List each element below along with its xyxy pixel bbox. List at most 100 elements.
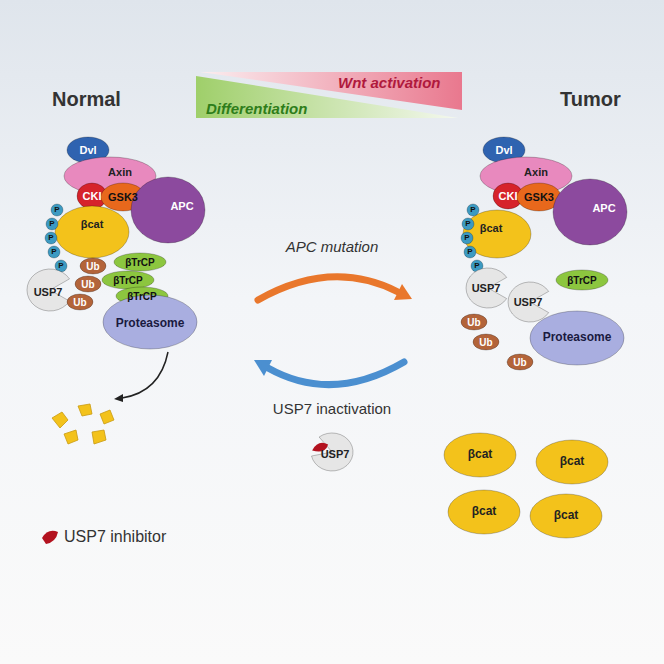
protein-label: βcat [554, 509, 579, 522]
protein-shape [55, 206, 129, 258]
protein-label: USP7 [321, 448, 350, 460]
inactivation-arrow [268, 362, 404, 385]
arrow-head [394, 284, 412, 300]
protein-shape [67, 294, 93, 310]
protein-node: P [47, 245, 61, 259]
protein-label: βcat [81, 218, 104, 230]
protein-node: Ub [506, 353, 534, 371]
gradient-label: Differentiation [206, 100, 307, 117]
arrow-head [254, 360, 272, 376]
protein-label: Axin [108, 166, 132, 178]
protein-node: βcat [443, 432, 517, 478]
protein-shape [75, 276, 101, 292]
degradation-arrow [122, 352, 168, 398]
protein-label: CKI [83, 190, 102, 202]
protein-node: Ub [79, 257, 107, 275]
protein-shape [553, 179, 627, 245]
protein-label: Proteasome [116, 317, 185, 330]
protein-node: P [460, 231, 474, 245]
protein-shape [464, 246, 476, 258]
protein-shape [473, 334, 499, 350]
protein-label: USP7 [472, 282, 501, 294]
protein-shape [46, 218, 58, 230]
protein-label: Ub [86, 261, 99, 272]
protein-label: P [465, 220, 470, 229]
state-heading: Tumor [560, 88, 621, 111]
protein-node: APC [552, 178, 628, 246]
protein-shape [27, 269, 70, 311]
protein-shape [461, 314, 487, 330]
protein-label: βTrCP [567, 275, 596, 286]
protein-node: P [45, 217, 59, 231]
protein-label: P [58, 262, 63, 271]
protein-label: Dvl [495, 144, 512, 156]
protein-label: Ub [73, 297, 86, 308]
protein-label: Ub [479, 337, 492, 348]
protein-label: Dvl [79, 144, 96, 156]
protein-shape [131, 177, 205, 243]
protein-node: USP7 [310, 432, 354, 472]
transition-label: APC mutation [286, 238, 379, 255]
protein-node: βcat [535, 439, 609, 485]
protein-label: GSK3 [524, 191, 554, 203]
protein-label: Ub [513, 357, 526, 368]
protein-node: βcat [54, 205, 130, 259]
protein-shape [507, 354, 533, 370]
protein-label: Ub [467, 317, 480, 328]
protein-shape [114, 253, 166, 271]
protein-node: Ub [472, 333, 500, 351]
protein-label: P [464, 234, 469, 243]
protein-node: P [50, 203, 64, 217]
protein-node: βcat [447, 489, 521, 535]
protein-node: P [463, 245, 477, 259]
protein-shape [530, 311, 624, 365]
protein-label: βcat [480, 222, 503, 234]
gradient-label: Wnt activation [338, 74, 441, 91]
arrow-head [114, 394, 123, 402]
protein-label: P [54, 206, 59, 215]
protein-shape [530, 494, 602, 538]
protein-shape [80, 258, 106, 274]
protein-node: P [466, 203, 480, 217]
protein-label: USP7 [514, 296, 543, 308]
protein-node: βTrCP [113, 252, 167, 272]
protein-shape [466, 268, 507, 308]
protein-label: P [48, 234, 53, 243]
protein-shape [508, 282, 549, 322]
protein-node: P [461, 217, 475, 231]
protein-node: βTrCP [555, 269, 609, 291]
legend-text: USP7 inhibitor [64, 528, 166, 546]
protein-shape [556, 270, 608, 290]
protein-label: Axin [524, 166, 548, 178]
protein-label: βcat [472, 505, 497, 518]
protein-outline [552, 178, 628, 246]
protein-node: APC [130, 176, 206, 244]
protein-shape [444, 433, 516, 477]
protein-label: P [467, 248, 472, 257]
protein-label: βTrCP [127, 291, 156, 302]
protein-label: APC [592, 202, 615, 214]
protein-node: USP7 [465, 267, 511, 309]
protein-node: Ub [74, 275, 102, 293]
protein-node: Proteasome [102, 294, 198, 350]
legend-swatch [42, 531, 58, 544]
protein-node: Proteasome [529, 310, 625, 366]
state-heading: Normal [52, 88, 121, 111]
protein-shape [102, 271, 154, 289]
protein-shape [461, 232, 473, 244]
mutation-arrow [258, 277, 398, 300]
protein-label: APC [170, 200, 193, 212]
protein-node: Ub [460, 313, 488, 331]
protein-label: USP7 [34, 286, 63, 298]
protein-label: P [474, 262, 479, 271]
protein-node: USP7 [26, 268, 74, 312]
protein-label: βcat [560, 455, 585, 468]
protein-outline [54, 205, 130, 259]
protein-label: P [49, 220, 54, 229]
protein-shape [448, 490, 520, 534]
protein-label: βcat [468, 448, 493, 461]
protein-label: CKI [499, 190, 518, 202]
protein-shape [103, 295, 197, 349]
protein-node: βcat [529, 493, 603, 539]
protein-shape [48, 246, 60, 258]
